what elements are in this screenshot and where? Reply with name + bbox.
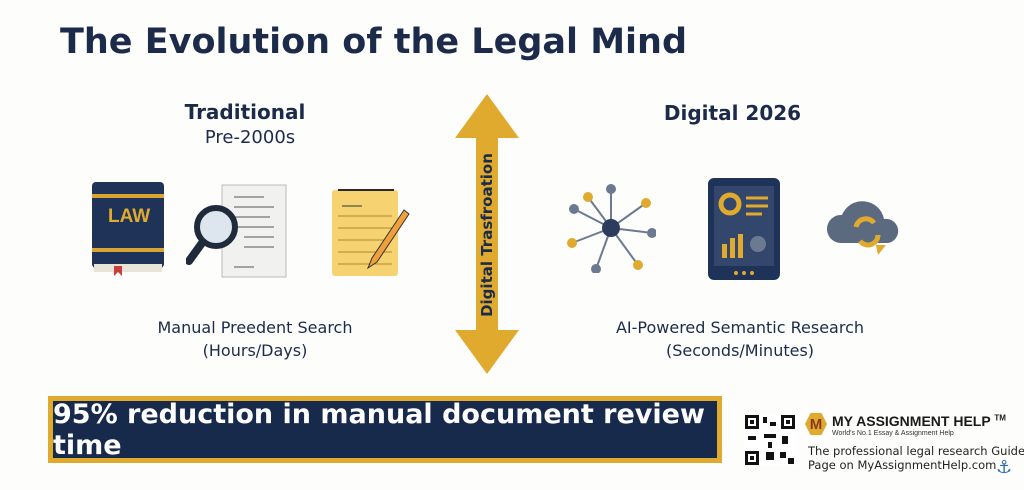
brand-name: MY ASSIGNMENT HELP TM	[832, 413, 1006, 429]
notepad-pencil-icon	[330, 186, 410, 278]
digital-caption-line1: AI-Powered Semantic Research	[615, 318, 865, 337]
traditional-caption-line2: (Hours/Days)	[202, 341, 308, 360]
digital-caption-line2: (Seconds/Minutes)	[665, 341, 815, 360]
magnifier-document-icon	[185, 183, 290, 279]
anchor-icon: ⚓	[996, 457, 1013, 477]
book-label: LAW	[108, 206, 151, 227]
traditional-era: Pre-2000s	[204, 127, 296, 148]
traditional-heading: Traditional	[184, 100, 306, 124]
law-book-icon: LAW	[92, 182, 166, 276]
brand-logo: M	[805, 413, 827, 435]
brand-line1: The professional legal research Guide	[808, 444, 1024, 458]
tablet-dashboard-icon	[708, 178, 780, 280]
brand-info: The professional legal research Guide Pa…	[808, 444, 1024, 472]
trademark: TM	[994, 413, 1006, 423]
digital-caption: AI-Powered Semantic Research (Seconds/Mi…	[590, 316, 890, 362]
qr-code-icon[interactable]	[744, 414, 796, 466]
banner-text: 95% reduction in manual document review …	[53, 398, 705, 461]
traditional-caption: Manual Preedent Search (Hours/Days)	[130, 316, 380, 362]
network-icon	[566, 183, 657, 274]
arrow-label: Digital Trasfroation	[478, 153, 496, 317]
traditional-caption-line1: Manual Preedent Search	[157, 318, 353, 337]
brand-tagline: World's No.1 Essay & Assignment Help	[832, 430, 954, 437]
cloud-sync-icon	[822, 195, 906, 259]
page-title: The Evolution of the Legal Mind	[60, 22, 687, 62]
stat-banner: 95% reduction in manual document review …	[48, 396, 722, 463]
double-arrow-icon	[455, 94, 519, 374]
digital-heading: Digital 2026	[663, 101, 802, 125]
brand-line2: Page on MyAssignmentHelp.com	[808, 458, 997, 472]
brand-name-text: MY ASSIGNMENT HELP	[832, 413, 991, 429]
